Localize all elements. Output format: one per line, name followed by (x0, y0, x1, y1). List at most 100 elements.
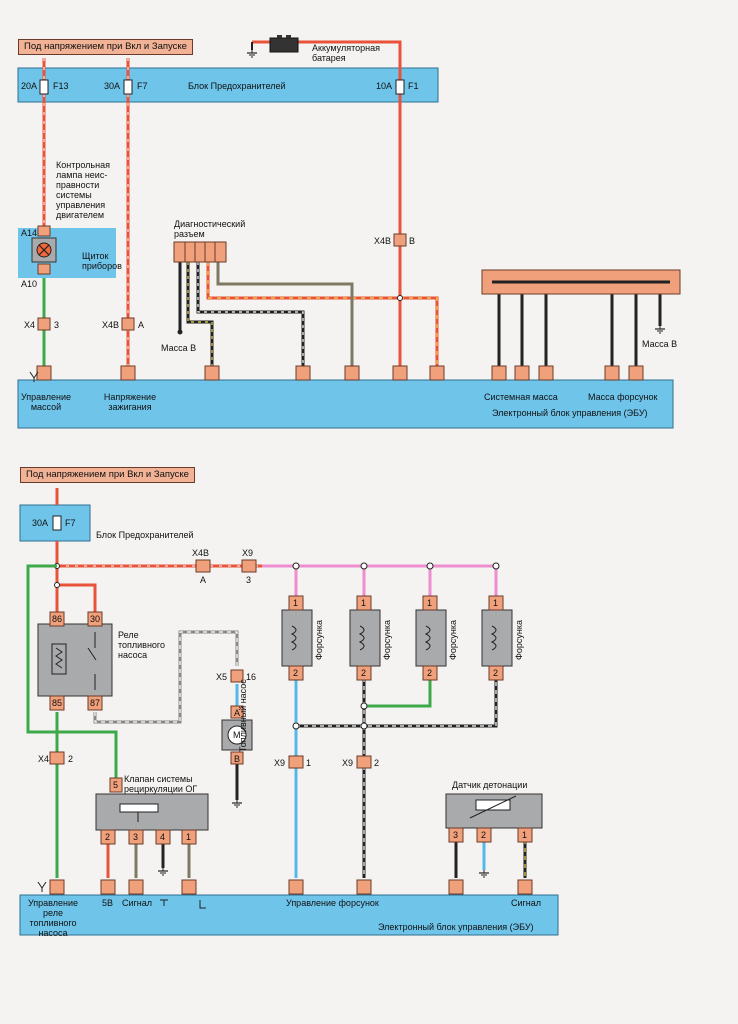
bottom-ecu-title: Электронный блок управления (ЭБУ) (378, 922, 534, 932)
bottom-fuse-rating: 30A (32, 518, 49, 528)
pump-pin-b: B (234, 754, 241, 764)
fuse-f7-top (123, 79, 133, 95)
knock-pin-3: 3 (453, 830, 459, 840)
injector-4-pin-top: 1 (493, 598, 499, 608)
x4b-top-right-pin: B (409, 236, 416, 246)
fuse-f1-rating: 10A (376, 81, 393, 91)
bottom-ecu-block (19, 894, 559, 936)
injector-4-label: Форсунка (514, 620, 524, 660)
injectors (281, 595, 513, 681)
fuse-f7-bottom (52, 515, 62, 531)
relay-pin-85: 85 (52, 698, 63, 708)
top-fuse-block-label: Блок Предохранителей (188, 81, 286, 91)
ecu-knock-signal: Сигнал (511, 898, 542, 908)
injector-2-pin-top: 1 (361, 598, 367, 608)
ecu-5v: 5В (102, 898, 114, 908)
x5-pin: 16 (246, 672, 257, 682)
injector-3-pin-bottom: 2 (427, 668, 433, 678)
egr-label: Клапан системы рециркуляции ОГ (124, 774, 198, 794)
top-ecu-title: Электронный блок управления (ЭБУ) (492, 408, 648, 418)
injector-3-label: Форсунка (448, 620, 458, 660)
egr-pin-3: 3 (133, 832, 139, 842)
knock-pin-2: 2 (481, 830, 487, 840)
fuse-f13-rating: 20A (21, 81, 38, 91)
ground-b-right: Масса В (642, 339, 678, 349)
x9-3-pin: 3 (246, 575, 252, 585)
x9-2-label: X9 (342, 758, 354, 768)
warning-lamp-label: Контрольная лампа неис-правности системы… (56, 160, 110, 220)
fuel-pump-relay (37, 623, 113, 697)
connector-x4b-a-top (121, 317, 135, 331)
fuse-f1 (395, 79, 405, 95)
egr-pin-1: 1 (186, 832, 192, 842)
top-supply-header: Под напряжением при Вкл и Запуске (18, 39, 193, 55)
connector-x4-bottom (49, 751, 65, 765)
ecu-injector-control: Управление форсунок (286, 898, 379, 908)
pin-a10: A10 (21, 279, 38, 289)
ecu-signal: Сигнал (122, 898, 153, 908)
ground-b-left: Масса В (161, 343, 197, 353)
x4b-top-left-pin: A (138, 320, 145, 330)
ecu-system-ground: Системная масса (484, 392, 558, 402)
battery (269, 37, 299, 53)
connector-x4b-bottom (195, 559, 211, 573)
x4b-top-left-label: X4B (102, 320, 120, 330)
bottom-fuse-id: F7 (65, 518, 76, 528)
connector-x4b-b-top (393, 233, 407, 247)
ecu-ignition-voltage: Напряжение зажигания (103, 392, 157, 412)
x4b-bottom-label: X4B (192, 548, 210, 558)
battery-label: Аккумуляторная батарея (312, 43, 380, 63)
top-ecu-block (17, 379, 674, 429)
injector-1-label: Форсунка (314, 620, 324, 660)
pin-a14: A14 (21, 228, 38, 238)
connector-x9-3 (241, 559, 257, 573)
pump-pin-a: A (234, 708, 241, 718)
knock-pin-1: 1 (522, 830, 528, 840)
egr-pin-top: 5 (113, 780, 119, 790)
relay-label: Реле топливного насоса (118, 630, 166, 660)
pump-label: Топливный насос (238, 679, 248, 752)
ecu-injector-ground: Масса форсунок (588, 392, 658, 402)
relay-pin-87: 87 (90, 698, 101, 708)
injector-4-pin-bottom: 2 (493, 668, 499, 678)
egr-pin-2: 2 (105, 832, 111, 842)
bottom-fuse-block-label: Блок Предохранителей (96, 530, 194, 540)
injector-2-label: Форсунка (382, 620, 392, 660)
x4-top-label: X4 (24, 320, 36, 330)
fuse-f1-id: F1 (408, 81, 419, 91)
fuse-f7-rating: 30A (104, 81, 121, 91)
bottom-supply-header: Под напряжением при Вкл и Запуске (20, 467, 195, 483)
connector-x9-1 (288, 755, 304, 769)
injector-1-pin-top: 1 (293, 598, 299, 608)
injector-2-pin-bottom: 2 (361, 668, 367, 678)
x5-label: X5 (216, 672, 228, 682)
x4b-top-right-label: X4B (374, 236, 392, 246)
injector-1-pin-bottom: 2 (293, 668, 299, 678)
x9-1-pin: 1 (306, 758, 312, 768)
x4-bottom-label: X4 (38, 754, 50, 764)
ecu-relay-control: Управление реле топливного насоса (27, 898, 79, 938)
connector-x9-2 (356, 755, 372, 769)
knock-label: Датчик детонации (452, 780, 528, 790)
injector-3-pin-top: 1 (427, 598, 433, 608)
diagnostic-label: Диагностический разъем (174, 219, 246, 239)
x9-3-label: X9 (242, 548, 254, 558)
top-fuse-block (17, 67, 439, 103)
relay-pin-86: 86 (52, 614, 63, 624)
diagnostic-connector (173, 241, 227, 263)
x9-2-pin: 2 (374, 758, 380, 768)
motor-symbol: M (233, 730, 241, 740)
x4-top-pin: 3 (54, 320, 60, 330)
relay-pin-30: 30 (90, 614, 101, 624)
x9-1-label: X9 (274, 758, 286, 768)
egr-pin-4: 4 (160, 832, 166, 842)
x4b-bottom-pin: A (200, 575, 207, 585)
x4-bottom-pin: 2 (68, 754, 74, 764)
ecu-ground-control: Управление массой (20, 392, 72, 412)
fuse-f13-id: F13 (53, 81, 69, 91)
cluster-label: Щиток приборов (82, 251, 122, 271)
fuse-f7-id: F7 (137, 81, 148, 91)
connector-x4-top (37, 317, 51, 331)
fuse-f13 (39, 79, 49, 95)
